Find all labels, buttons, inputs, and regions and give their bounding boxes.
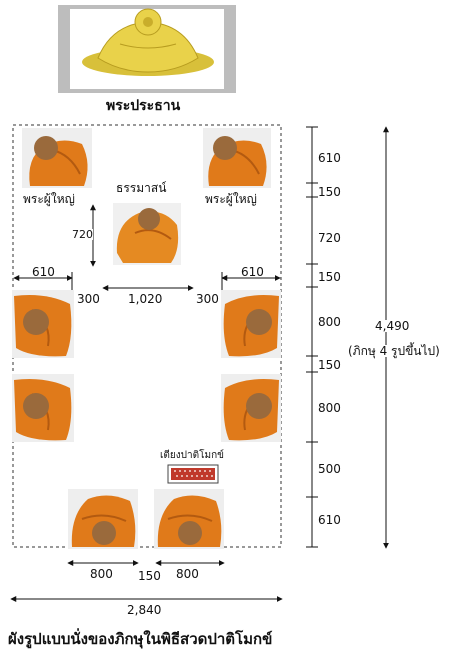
dim-r-gap3: 150 xyxy=(318,358,341,372)
monk-left-row1 xyxy=(12,290,74,358)
dim-bottom-gap: 150 xyxy=(138,569,161,583)
dim-r-gap1: 150 xyxy=(318,185,341,199)
dhamma-seat-label: ธรรมาสน์ xyxy=(116,181,167,195)
senior-monk-right-label: พระผู้ใหญ่ xyxy=(205,192,257,206)
dim-center-width: 1,020 xyxy=(128,292,163,306)
dim-bottom-right: 800 xyxy=(176,567,199,581)
total-height-note: (ภิกษุ 4 รูปขึ้นไป) xyxy=(346,344,442,358)
dim-total-width: 2,840 xyxy=(127,603,162,617)
senior-monk-left-label: พระผู้ใหญ่ xyxy=(23,192,75,206)
monk-right-row1 xyxy=(221,290,281,358)
dim-r-gap2: 150 xyxy=(318,270,341,284)
monk-bottom-right xyxy=(154,489,224,549)
monk-right-row2 xyxy=(221,374,281,442)
dim-left-aisle: 300 xyxy=(77,292,100,306)
dim-left-width: 610 xyxy=(32,265,55,279)
patimokkha-bed-label: เตียงปาติโมกข์ xyxy=(160,450,224,461)
dim-total-height: 4,490 xyxy=(373,319,412,333)
diagram-caption: ผังรูปแบบนั่งของภิกษุในพิธีสวดปาติโมกข์ xyxy=(8,630,273,648)
dim-right-width: 610 xyxy=(241,265,264,279)
monk-bottom-left xyxy=(68,489,138,549)
hall-boundary xyxy=(12,124,282,548)
dim-bottom-left: 800 xyxy=(90,567,113,581)
dim-seat-depth: 720 xyxy=(72,228,93,241)
monk-left-row2 xyxy=(12,374,74,442)
principal-buddha-image xyxy=(58,5,236,93)
dim-r-row2: 800 xyxy=(318,401,341,415)
dim-r-row1: 800 xyxy=(318,315,341,329)
dim-right-aisle: 300 xyxy=(196,292,219,306)
dim-r-top: 610 xyxy=(318,151,341,165)
dim-r-seat: 720 xyxy=(318,231,341,245)
monk-senior-right xyxy=(203,128,271,188)
monk-dhamma-seat xyxy=(113,203,181,265)
dim-r-bottom: 610 xyxy=(318,513,341,527)
principal-buddha-label: พระประธาน xyxy=(106,98,181,114)
dim-r-bed: 500 xyxy=(318,462,341,476)
monk-senior-left xyxy=(22,128,92,188)
